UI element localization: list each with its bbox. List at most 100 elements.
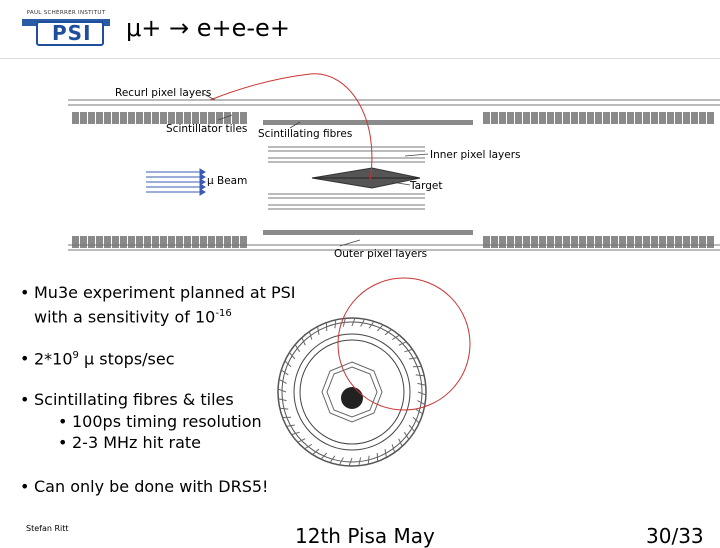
scintillator-tile (595, 236, 602, 248)
beam-arrows (146, 169, 205, 195)
scintillator-tile (579, 112, 586, 124)
scintillator-tile (515, 236, 522, 248)
scintillator-tile (563, 236, 570, 248)
scintillator-tile (80, 112, 87, 124)
scintillator-tile (691, 236, 698, 248)
bullet-4: •Can only be done with DRS5! (20, 476, 268, 497)
scintillator-tile (555, 112, 562, 124)
scintillator-tile (707, 236, 714, 248)
outer-tile-tick (409, 358, 417, 359)
scintillator-tile (547, 236, 554, 248)
scintillator-tile (88, 236, 95, 248)
bullet-dot: • (20, 476, 34, 497)
scintillator-tile (659, 112, 666, 124)
scintillator-tile (651, 236, 658, 248)
outer-tile-tick (285, 361, 291, 367)
footer-date: 12th Pisa May (295, 524, 435, 548)
scintillator-tile (136, 112, 143, 124)
label-scint-tiles: Scintillator tiles (166, 123, 247, 135)
scintillator-tile (72, 112, 79, 124)
outer-tile-tick (302, 338, 306, 346)
psi-logo: PAUL SCHERRER INSTITUT PSI (22, 10, 110, 46)
scintillator-tile (531, 236, 538, 248)
scintillator-tile (224, 236, 231, 248)
sub-bullet-dot: • (58, 432, 72, 453)
scintillator-tile (499, 236, 506, 248)
scintillator-tile (627, 112, 634, 124)
scintillator-tile (72, 236, 79, 248)
scintillator-tile (611, 236, 618, 248)
scintillator-tiles-top-right (483, 112, 714, 124)
scintillator-tile (651, 112, 658, 124)
bullet-1-line1: Mu3e experiment planned at PSI (34, 283, 296, 302)
outer-tile-tick (318, 326, 319, 334)
outer-tile-tick (292, 432, 300, 434)
scintillator-tile (547, 112, 554, 124)
scintillator-tile (507, 112, 514, 124)
outer-tile-tick (335, 320, 336, 328)
bullet-3-text: Scintillating fibres & tiles (34, 390, 234, 409)
scintillator-tile (192, 236, 199, 248)
scintillator-tiles-bottom-right (483, 236, 714, 248)
outer-tile-tick (399, 342, 407, 346)
scintillator-tile (152, 236, 159, 248)
bullet-dot: • (20, 348, 34, 369)
scintillator-tile (643, 236, 650, 248)
scintillator-tile (128, 112, 135, 124)
stops-base: 2*10 (34, 349, 73, 368)
scintillator-tile (184, 236, 191, 248)
scintillator-tile (571, 112, 578, 124)
scintillator-tile (699, 236, 706, 248)
scintillator-tile (499, 112, 506, 124)
footer-author: Stefan Ritt (26, 524, 69, 533)
scintillator-tile (603, 236, 610, 248)
scintillator-tile (555, 236, 562, 248)
scintillator-tile (563, 112, 570, 124)
scintillator-tile (667, 112, 674, 124)
scintillator-tile (152, 112, 159, 124)
scintillator-tile (699, 112, 706, 124)
outer-tile-tick (280, 408, 288, 409)
scintillator-tile (483, 236, 490, 248)
scintillator-tile (683, 236, 690, 248)
scintillator-tile (232, 236, 239, 248)
scintillator-tile (587, 236, 594, 248)
scintillator-tile (659, 236, 666, 248)
target-disk (341, 387, 363, 409)
scintillator-tile (619, 112, 626, 124)
bullet-1: •Mu3e experiment planned at PSI with a s… (20, 282, 296, 327)
sub-bullet-1: •100ps timing resolution (20, 411, 262, 432)
scintillator-tile (643, 112, 650, 124)
sensitivity-exponent: -16 (215, 308, 231, 319)
scintillator-tile (176, 236, 183, 248)
label-inner-pixel: Inner pixel layers (430, 149, 521, 161)
outer-tile-tick (368, 456, 369, 464)
sub-bullet-1-text: 100ps timing resolution (72, 412, 262, 431)
bullet-dot: • (20, 282, 34, 303)
scintillator-tile (208, 236, 215, 248)
scintillator-tile (120, 236, 127, 248)
label-beam: μ Beam (207, 175, 247, 187)
scintillator-tile (675, 112, 682, 124)
bullet-2: •2*109 μ stops/sec (20, 345, 175, 369)
scintillator-tile (136, 236, 143, 248)
scintillator-tile (216, 236, 223, 248)
scintillator-tile (539, 236, 546, 248)
scintillator-tile (539, 112, 546, 124)
scintillator-tile (619, 236, 626, 248)
scintillator-tile (120, 112, 127, 124)
scintillator-tile (595, 112, 602, 124)
scintillator-tile (707, 112, 714, 124)
outer-tile-tick (416, 375, 424, 376)
logo-mark: PSI (52, 21, 92, 45)
header-divider (0, 58, 720, 59)
scintillator-tile (491, 112, 498, 124)
scintillator-tile (240, 236, 247, 248)
sub-bullet-2-text: 2-3 MHz hit rate (72, 433, 201, 452)
outer-tile-tick (392, 444, 394, 452)
outer-tile-tick (309, 332, 311, 340)
scintillator-tile (96, 236, 103, 248)
detector-side-view: Recurl pixel layers Scintillator tiles S… (0, 60, 720, 270)
scintillator-tile (507, 236, 514, 248)
scintillator-tile (88, 112, 95, 124)
